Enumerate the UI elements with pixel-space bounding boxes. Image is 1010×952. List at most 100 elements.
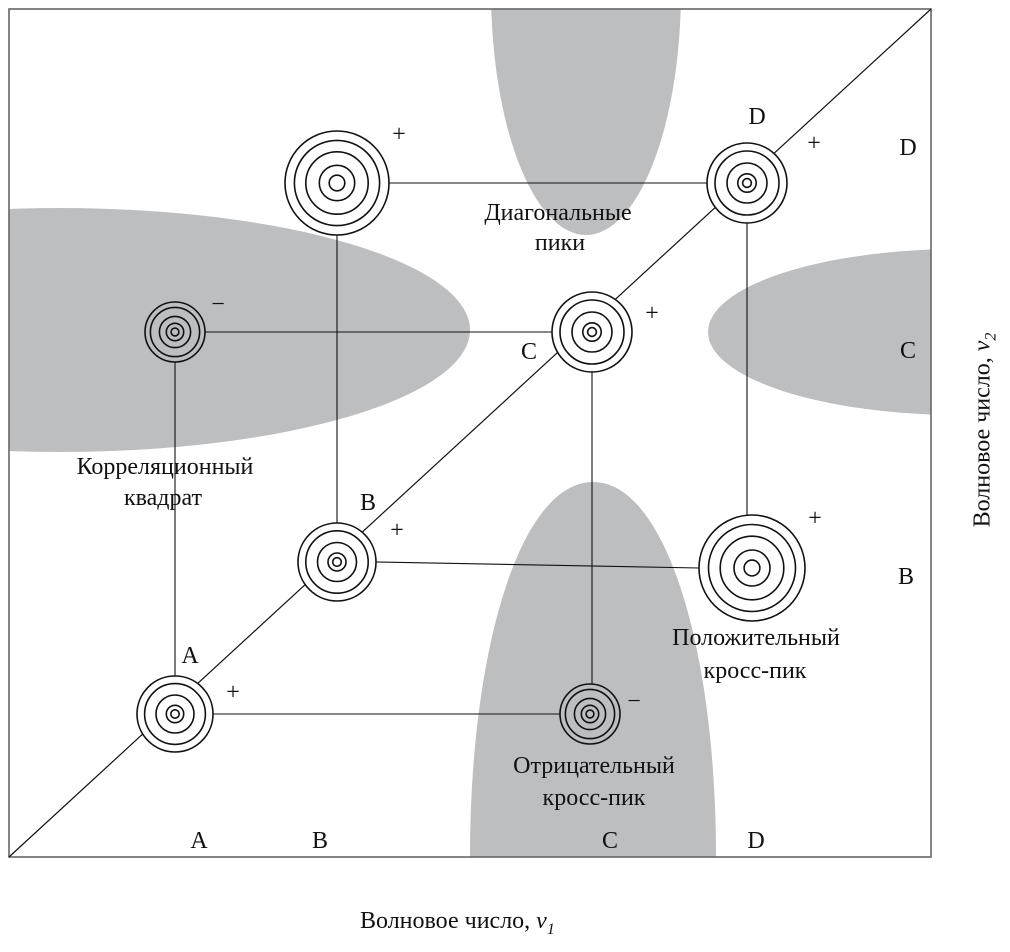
diagonal-label-B: B xyxy=(360,490,376,516)
x-axis-title-text: Волновое число, xyxy=(360,908,537,934)
peak-contour-ring xyxy=(165,704,185,724)
peak-contour-ring xyxy=(719,535,785,601)
x-tick-A: A xyxy=(190,828,208,854)
peak-contour-ring xyxy=(331,556,343,568)
plot-frame xyxy=(8,8,932,858)
peak-contour-ring xyxy=(297,522,377,602)
y-axis-symbol: v xyxy=(969,340,996,352)
y-axis-title: Волновое число, v2 xyxy=(970,333,1001,528)
peak-contour-ring xyxy=(328,174,346,192)
y-tick-C: C xyxy=(900,338,916,364)
positive-sign: + xyxy=(390,518,404,544)
peak-contour-ring xyxy=(743,559,761,577)
peak-CA: − xyxy=(559,683,641,745)
positive-sign: + xyxy=(226,680,240,706)
x-tick-B: B xyxy=(312,828,328,854)
peak-contour-ring xyxy=(136,675,214,753)
shaded-region-right xyxy=(708,249,931,415)
shaded-region-top xyxy=(491,9,681,235)
shaded-region-bottom xyxy=(470,482,716,857)
peak-contour-ring xyxy=(149,306,201,358)
peak-AA: + xyxy=(136,675,240,753)
peak-contour-ring xyxy=(741,177,753,189)
x-axis-symbol: v xyxy=(536,908,547,934)
correlation-square-lines xyxy=(174,182,748,715)
x-axis-subscript: 1 xyxy=(546,920,555,938)
peak-contour-ring xyxy=(559,299,625,365)
peak-contour-ring xyxy=(571,311,613,353)
peak-contour-ring xyxy=(551,291,633,373)
peak-contour-ring xyxy=(170,708,181,719)
shaded-group xyxy=(9,9,931,857)
peak-contour-ring xyxy=(580,704,600,724)
peak-contour-ring xyxy=(284,130,390,236)
peak-CC: + xyxy=(551,291,659,373)
annotation-diagonal-peaks-line2: пики xyxy=(535,230,585,256)
negative-sign: − xyxy=(211,292,225,318)
peak-contour-ring xyxy=(714,150,780,216)
peak-contour-ring xyxy=(726,162,768,204)
peak-contour-ring xyxy=(733,549,771,587)
peak-contour-ring xyxy=(707,523,797,613)
annotation-negative-cross-peak-line2: кросс-пик xyxy=(543,785,646,811)
peak-background xyxy=(298,523,376,601)
positive-sign: + xyxy=(807,131,821,157)
x-tick-C: C xyxy=(602,828,618,854)
peak-contour-ring xyxy=(706,142,788,224)
peak-contour-ring xyxy=(564,688,616,740)
peak-contour-ring xyxy=(586,326,598,338)
positive-sign: + xyxy=(645,301,659,327)
annotation-positive-cross-peak-line1: Положительный xyxy=(672,625,840,651)
peak-contour-ring xyxy=(170,327,180,337)
connector-line xyxy=(375,561,700,569)
y-tick-B: B xyxy=(898,564,914,590)
peak-contour-ring xyxy=(327,552,347,572)
y-tick-D: D xyxy=(899,135,916,161)
peak-contour-ring xyxy=(155,694,195,734)
x-axis-title: Волновое число, v1 xyxy=(360,908,555,939)
peak-contour-ring xyxy=(698,514,806,622)
annotation-correlation-square-line2: квадрат xyxy=(124,485,203,511)
peak-contour-ring xyxy=(318,164,356,202)
peak-contour-ring xyxy=(559,683,621,745)
peak-background xyxy=(145,302,205,362)
peak-background xyxy=(560,684,620,744)
peak-BB: + xyxy=(297,518,404,602)
peak-contour-ring xyxy=(581,321,602,342)
peak-AC: − xyxy=(144,292,225,363)
diagonal-label-C: C xyxy=(521,339,537,365)
peak-contour-ring xyxy=(585,709,595,719)
y-axis-subscript: 2 xyxy=(982,332,1000,341)
peak-DD: + xyxy=(706,131,821,224)
annotation-correlation-square-line1: Корреляционный xyxy=(77,454,254,480)
positive-sign: + xyxy=(392,122,406,148)
peak-contour-ring xyxy=(165,322,185,342)
labels-group: A B C D D C B A B C D Диагональные пикиКорреляционны… xyxy=(77,104,917,854)
shaded-regions xyxy=(9,9,931,857)
peak-contour-ring xyxy=(736,173,757,194)
peak-background xyxy=(552,292,632,372)
peak-contour-ring xyxy=(304,151,369,216)
y-axis-title-text: Волновое число, xyxy=(969,351,996,528)
peaks-group: + + + + + − + − xyxy=(136,122,822,753)
x-tick-D: D xyxy=(747,828,764,854)
negative-sign: − xyxy=(627,689,641,715)
positive-sign: + xyxy=(808,506,822,532)
peak-background xyxy=(699,515,805,621)
peak-contour-ring xyxy=(573,697,607,731)
peak-contour-ring xyxy=(304,529,369,594)
peak-background xyxy=(707,143,787,223)
diagonal-label-D: D xyxy=(748,104,765,130)
peak-contour-ring xyxy=(158,315,192,349)
annotation-diagonal-peaks-line1: Диагональные xyxy=(484,200,631,226)
peak-contour-ring xyxy=(143,682,207,746)
peak-contour-ring xyxy=(144,301,206,363)
peak-contour-ring xyxy=(316,541,358,583)
peak-DB: + xyxy=(698,506,822,622)
peak-background xyxy=(137,676,213,752)
diagonal-label-A: A xyxy=(181,643,199,669)
shaded-region-left xyxy=(9,208,470,452)
annotation-negative-cross-peak-line1: Отрицательный xyxy=(513,753,675,779)
annotation-positive-cross-peak-line2: кросс-пик xyxy=(704,658,807,684)
